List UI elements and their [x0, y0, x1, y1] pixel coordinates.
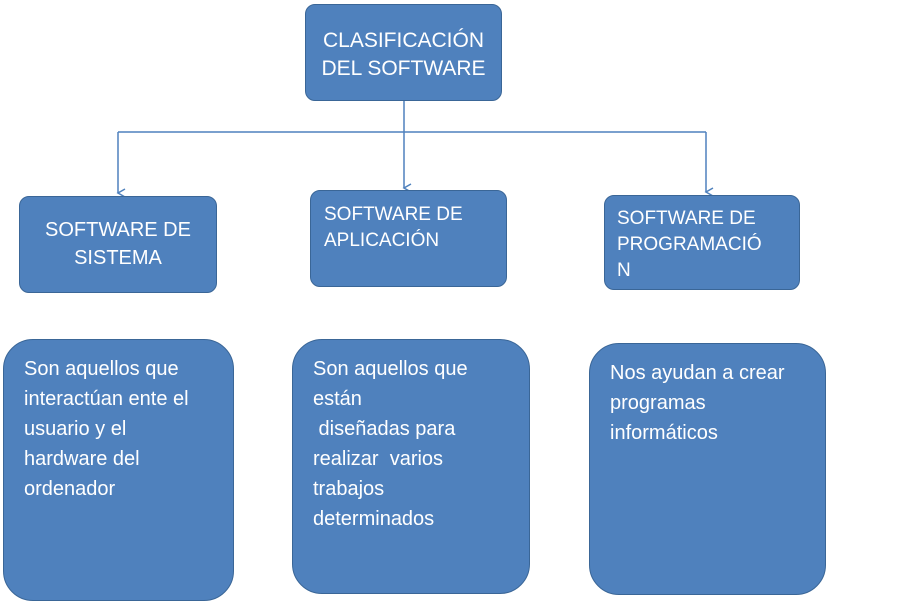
description-line: informáticos	[610, 422, 718, 444]
root-title-line: CLASIFICACIÓN	[322, 29, 485, 52]
description-line: interactúan ente el	[24, 388, 189, 410]
description-line: ordenador	[24, 478, 116, 500]
description-line: diseñadas para	[313, 418, 456, 440]
root-node-clasificacion: CLASIFICACIÓN DEL SOFTWARE	[305, 4, 502, 101]
category-title-line: PROGRAMACIÓ	[617, 234, 762, 255]
category-title-line: SOFTWARE DE	[617, 208, 756, 229]
category-title-line: N	[617, 260, 631, 281]
description-line: están	[313, 388, 362, 410]
description-line: trabajos	[313, 478, 385, 500]
description-line: Son aquellos que	[24, 358, 179, 380]
category-node-sistema: SOFTWARE DE SISTEMA	[19, 196, 217, 293]
description-node-sistema: Son aquellos que interactúan ente el usu…	[3, 339, 234, 601]
category-title-line: SISTEMA	[74, 247, 162, 269]
description-line: Nos ayudan a crear	[610, 362, 785, 384]
category-title-line: SOFTWARE DE	[45, 219, 191, 241]
description-node-programacion: Nos ayudan a crear programas informático…	[589, 343, 826, 595]
category-node-aplicacion: SOFTWARE DE APLICACIÓN	[310, 190, 507, 287]
description-line: hardware del	[24, 448, 140, 470]
description-line: realizar varios	[313, 448, 444, 470]
description-line: usuario y el	[24, 418, 127, 440]
description-node-aplicacion: Son aquellos que están diseñadas para re…	[292, 339, 530, 594]
category-title-line: SOFTWARE DE	[324, 204, 463, 225]
category-title-line: APLICACIÓN	[324, 230, 440, 251]
root-title-line: DEL SOFTWARE	[321, 57, 486, 80]
category-node-programacion: SOFTWARE DE PROGRAMACIÓ N	[604, 195, 800, 290]
description-line: Son aquellos que	[313, 358, 468, 380]
description-line: programas	[610, 392, 706, 414]
description-line: determinados	[313, 508, 435, 530]
